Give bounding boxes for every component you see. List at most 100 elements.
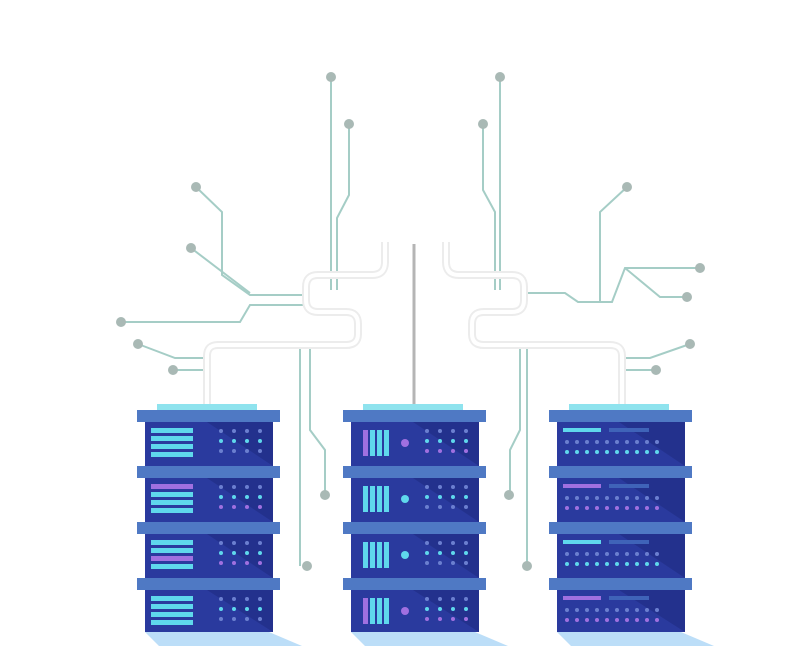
indicator-led [451, 439, 455, 443]
drive-slot [377, 430, 382, 456]
circuit-line [137, 343, 205, 359]
indicator-led [655, 496, 659, 500]
indicator-led [451, 541, 455, 545]
indicator-led [655, 450, 659, 454]
indicator-led [464, 505, 468, 509]
circuit-node [504, 490, 514, 500]
indicator-led [625, 618, 629, 622]
indicator-led [655, 608, 659, 612]
indicator-led [232, 449, 236, 453]
indicator-led [438, 597, 442, 601]
indicator-led [655, 552, 659, 556]
indicator-led [565, 506, 569, 510]
status-line [609, 484, 649, 488]
drive-slot [384, 430, 389, 456]
rack-shelf [343, 578, 486, 590]
indicator-led [595, 618, 599, 622]
indicator-led [605, 506, 609, 510]
indicator-led [575, 450, 579, 454]
unit-shade [619, 534, 685, 578]
indicator-led [565, 496, 569, 500]
indicator-led [635, 506, 639, 510]
status-bar [151, 492, 193, 497]
indicator-led [438, 541, 442, 545]
indicator-led [438, 617, 442, 621]
indicator-led [451, 449, 455, 453]
drive-slot [377, 542, 382, 568]
floor-glow [557, 632, 714, 646]
indicator-led [245, 607, 249, 611]
indicator-led [565, 562, 569, 566]
indicator-led [258, 429, 262, 433]
indicator-led [219, 505, 223, 509]
circuit-lines [121, 77, 700, 566]
connectors [203, 242, 626, 405]
indicator-led [438, 449, 442, 453]
drive-slot [384, 486, 389, 512]
rack-shelf [137, 410, 280, 422]
indicator-led [464, 541, 468, 545]
indicator-led [595, 552, 599, 556]
indicator-led [595, 440, 599, 444]
circuit-line [599, 186, 628, 302]
indicator-led [625, 450, 629, 454]
drive-slot [370, 598, 375, 624]
indicator-led [451, 617, 455, 621]
indicator-led [232, 617, 236, 621]
indicator-led [245, 449, 249, 453]
indicator-led [258, 449, 262, 453]
indicator-led [451, 551, 455, 555]
rack-shelf [549, 578, 692, 590]
circuit-node [168, 365, 178, 375]
indicator-led [635, 450, 639, 454]
status-bar [151, 596, 193, 601]
unit-shade [207, 478, 273, 522]
indicator-led [219, 439, 223, 443]
indicator-led [565, 618, 569, 622]
status-bar [151, 548, 193, 553]
indicator-led [425, 561, 429, 565]
unit-shade [619, 590, 685, 632]
indicator-led [438, 495, 442, 499]
indicator-led [425, 607, 429, 611]
indicator-led [245, 561, 249, 565]
circuit-node [622, 182, 632, 192]
status-bar [151, 620, 193, 625]
indicator-led [645, 506, 649, 510]
indicator-led [258, 505, 262, 509]
indicator-led [605, 440, 609, 444]
floor-glow [145, 632, 302, 646]
indicator-led [615, 496, 619, 500]
indicator-led [464, 597, 468, 601]
circuit-node [682, 292, 692, 302]
circuit-line [509, 345, 521, 495]
indicator-led [585, 552, 589, 556]
indicator-led [245, 597, 249, 601]
circuit-node [186, 243, 196, 253]
indicator-led [425, 485, 429, 489]
indicator-led [232, 551, 236, 555]
indicator-led [438, 429, 442, 433]
indicator-led [219, 429, 223, 433]
status-bar [151, 556, 193, 561]
circuit-line [121, 304, 305, 323]
indicator-led [245, 551, 249, 555]
indicator-led [425, 541, 429, 545]
status-bar [151, 436, 193, 441]
drive-slot [384, 598, 389, 624]
indicator-led [245, 429, 249, 433]
indicator-led [245, 541, 249, 545]
indicator-led [245, 485, 249, 489]
indicator-led [232, 597, 236, 601]
circuit-line [625, 343, 691, 359]
status-bar [151, 540, 193, 545]
circuit-node [302, 561, 312, 571]
circuit-node [133, 339, 143, 349]
indicator-led [451, 495, 455, 499]
indicator-led [625, 506, 629, 510]
indicator-led [645, 618, 649, 622]
power-led [401, 439, 409, 447]
indicator-led [605, 450, 609, 454]
status-bar [151, 508, 193, 513]
indicator-led [438, 551, 442, 555]
